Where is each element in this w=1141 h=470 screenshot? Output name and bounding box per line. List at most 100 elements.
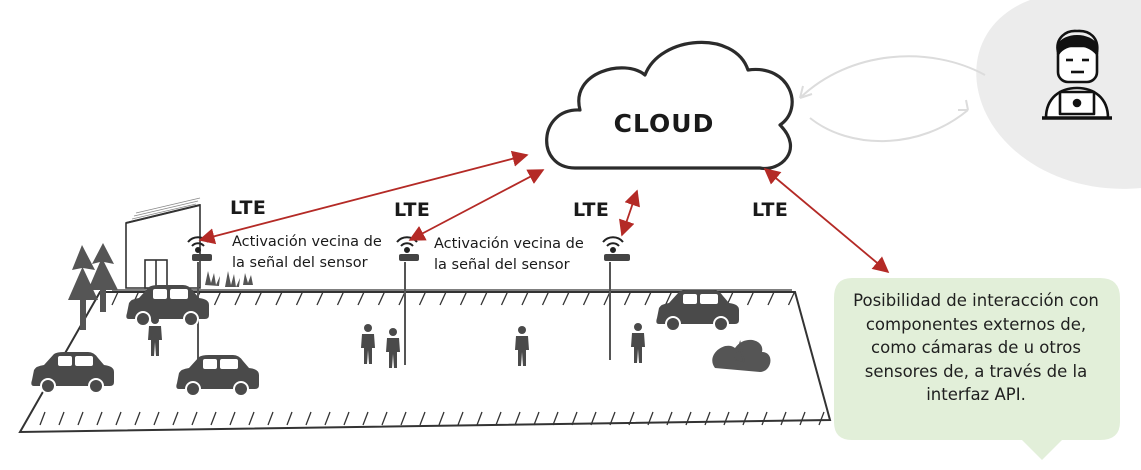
stall-line	[229, 411, 236, 426]
stall-line	[562, 291, 570, 306]
stall-line	[514, 411, 521, 426]
stall-line	[644, 291, 652, 306]
stall-line	[213, 291, 222, 306]
lte-arrow	[198, 150, 529, 245]
stall-line	[316, 291, 324, 306]
stall-line	[552, 411, 559, 426]
stall-line	[419, 411, 426, 426]
stall-line	[647, 411, 654, 426]
stall-line	[628, 411, 635, 426]
lamp-head	[192, 254, 212, 261]
stall-line	[767, 291, 775, 306]
api-callout	[834, 278, 1120, 460]
lte-arrow	[408, 169, 545, 241]
stall-line	[305, 411, 312, 426]
stall-line	[590, 411, 597, 426]
car-icon	[176, 355, 259, 397]
person-icon	[361, 324, 375, 364]
sensor-note-2: Activación vecina de la señal del sensor	[434, 234, 584, 276]
stall-line	[742, 411, 749, 426]
stall-line	[521, 291, 529, 306]
stall-line	[438, 411, 445, 426]
lte-arrow	[619, 189, 640, 237]
stall-line	[77, 411, 84, 426]
stall-line	[623, 291, 632, 306]
stall-line	[210, 411, 217, 426]
stall-line	[295, 291, 304, 306]
stall-line	[609, 411, 616, 426]
stall-line	[343, 411, 350, 426]
stall-line	[172, 411, 179, 426]
person-icon	[148, 316, 162, 356]
stall-line	[761, 411, 768, 426]
stall-line	[723, 411, 730, 426]
person-icon	[515, 326, 529, 366]
lte-label-1: LTE	[230, 197, 267, 219]
stall-line	[664, 291, 673, 306]
callout-text: Posibilidad de interacción con component…	[853, 291, 1099, 404]
stall-line	[799, 411, 806, 426]
cloud-icon	[545, 40, 794, 171]
stall-line	[459, 291, 468, 306]
stall-line	[115, 411, 122, 426]
stall-line	[324, 411, 331, 426]
lamp-head	[399, 254, 419, 261]
stall-line	[480, 291, 488, 306]
stall-line	[500, 291, 509, 306]
stall-line	[666, 411, 673, 426]
stall-line	[439, 291, 447, 306]
stall-line	[400, 411, 407, 426]
stall-line	[248, 411, 255, 426]
person-icon	[631, 323, 645, 363]
bush-icon	[205, 271, 771, 372]
tree-icon	[68, 243, 118, 330]
stall-line	[96, 411, 103, 426]
stall-line	[495, 411, 502, 426]
stall-line	[153, 411, 160, 426]
stall-line	[746, 291, 755, 306]
stall-line	[111, 291, 119, 306]
stall-line	[254, 291, 263, 306]
stall-line	[336, 291, 345, 306]
lte-label-3: LTE	[573, 199, 610, 221]
sensor-note-line: la señal del sensor	[434, 257, 570, 273]
building-icon	[125, 197, 201, 289]
stall-line	[457, 411, 464, 426]
car-icon	[656, 290, 739, 332]
stall-line	[275, 291, 283, 306]
person-icon	[386, 328, 400, 368]
stall-line	[818, 411, 825, 426]
cloud-label: CLOUD	[613, 109, 715, 138]
stall-line	[381, 411, 388, 426]
stall-line	[704, 411, 711, 426]
street-lamp-icon	[197, 262, 611, 365]
sensor-note-line: Activación vecina de	[434, 236, 584, 252]
stall-line	[476, 411, 483, 426]
sensor-note-line: la señal del sensor	[232, 255, 368, 271]
stall-line	[134, 411, 141, 426]
stall-line	[234, 291, 242, 306]
stall-line	[267, 411, 274, 426]
stall-line	[377, 291, 386, 306]
sensor-note-line: Activación vecina de	[232, 234, 382, 250]
stall-line	[362, 411, 369, 426]
stall-line	[571, 411, 578, 426]
lte-label-4: LTE	[752, 199, 789, 221]
stall-line	[787, 291, 796, 306]
stall-line	[685, 411, 692, 426]
lte-label-2: LTE	[394, 199, 431, 221]
car-icon	[126, 285, 209, 327]
stall-line	[58, 411, 65, 426]
stall-line	[541, 291, 550, 306]
stall-line	[286, 411, 293, 426]
sensor-note-1: Activación vecina de la señal del sensor	[232, 232, 382, 274]
stall-line	[582, 291, 591, 306]
stall-line	[533, 411, 540, 426]
lamp-head	[604, 254, 630, 261]
stall-line	[39, 411, 46, 426]
user-laptop-icon	[1042, 29, 1112, 120]
stall-line	[418, 291, 427, 306]
stall-line	[191, 411, 198, 426]
stall-line	[357, 291, 365, 306]
